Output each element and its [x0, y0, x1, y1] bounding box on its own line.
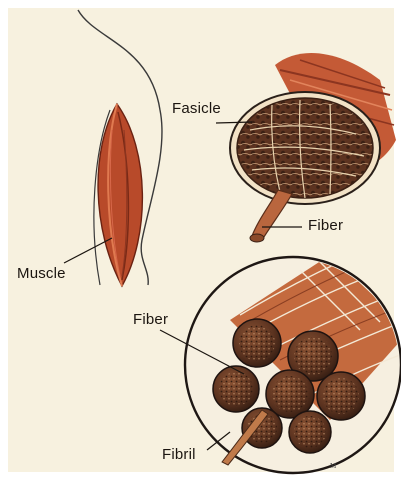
label-muscle: Muscle [17, 265, 66, 282]
muscle-shape [98, 104, 142, 286]
label-fiber-bottom: Fiber [133, 311, 168, 328]
label-fasicle: Fasicle [172, 100, 221, 117]
fascicle-bundle-illustration [230, 53, 396, 242]
label-fiber-top: Fiber [308, 217, 343, 234]
label-fibril: Fibril [162, 446, 196, 463]
fiber-magnified-illustration: M [185, 255, 401, 473]
artist-signature: M [330, 462, 337, 470]
